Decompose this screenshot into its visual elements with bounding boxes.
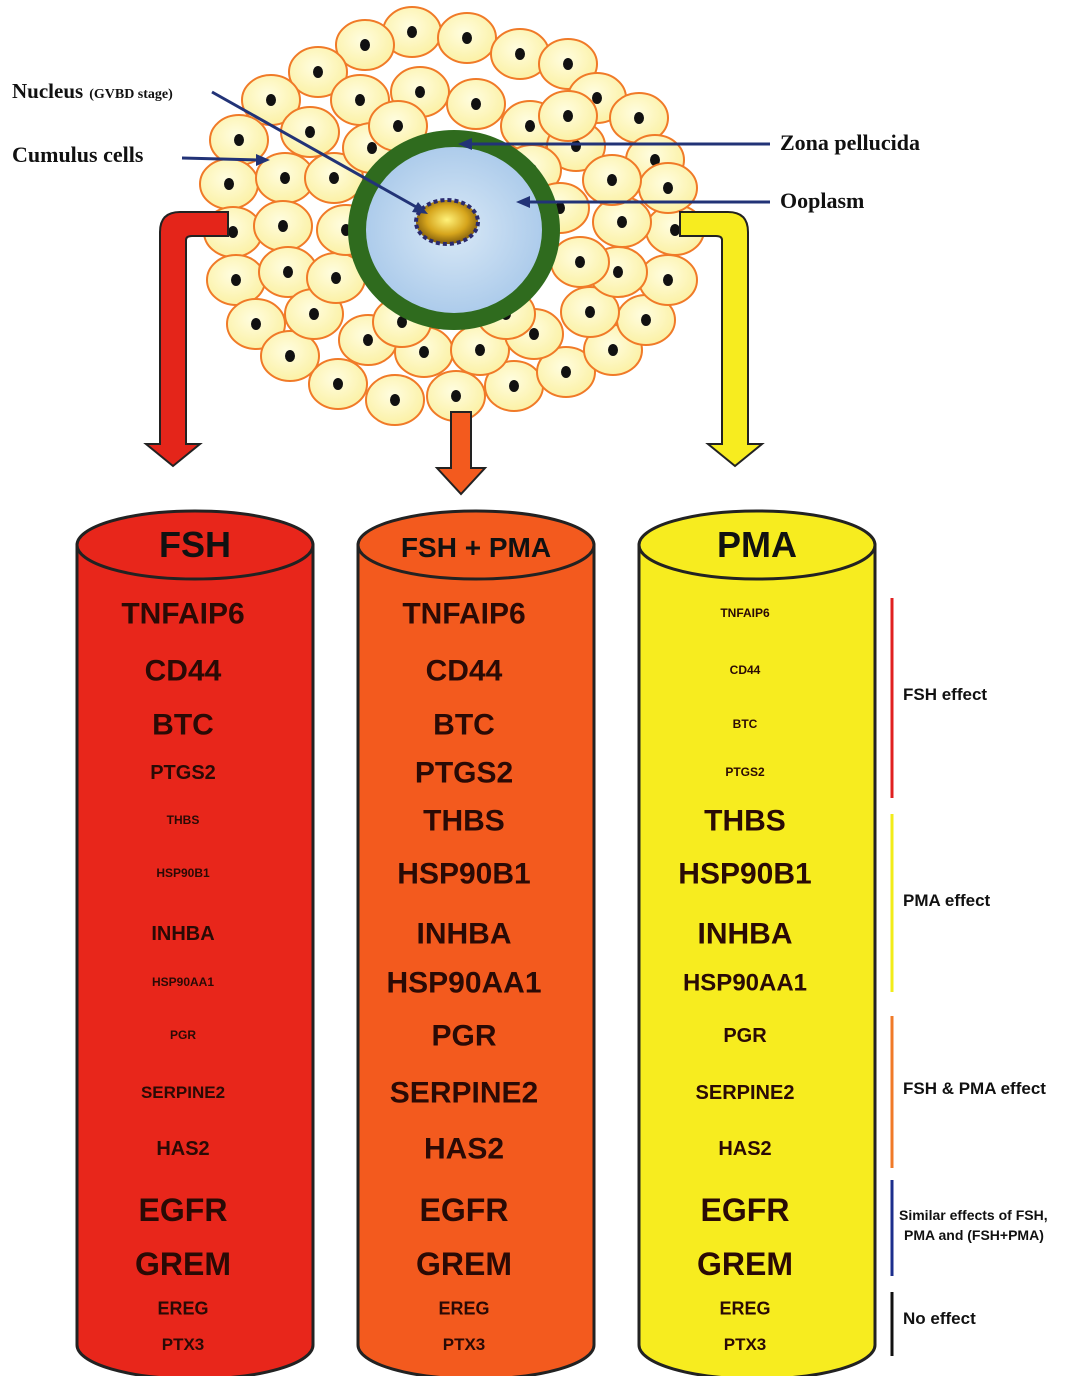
gene-label: BTC [433,709,495,742]
gene-label: PGR [431,1020,496,1053]
gene-label: GREM [697,1246,793,1282]
gene-label: PTX3 [443,1335,486,1354]
cumulus-cell [281,107,339,157]
cumulus-cell [366,375,424,425]
gene-label: EREG [438,1298,489,1318]
gene-label: HSP90AA1 [386,967,541,1000]
gene-label: THBS [167,813,200,827]
cumulus-cell [551,237,609,287]
gene-label: EGFR [701,1192,790,1228]
legend-label: FSH effect [903,685,987,704]
gene-label: HSP90AA1 [152,975,214,989]
gene-label: HSP90B1 [156,866,210,880]
cumulus-cell [309,359,367,409]
nucleus [416,200,478,244]
cumulus-cell [200,159,258,209]
fsh-pma-arrow [437,412,485,494]
cumulus-label: Cumulus cells [12,142,144,167]
gene-label: CD44 [426,655,503,688]
gene-label: PGR [723,1025,767,1047]
gene-label: PTGS2 [150,762,216,784]
gene-label: HSP90B1 [397,858,530,891]
gene-label: EGFR [420,1192,509,1228]
gene-label: CD44 [145,655,222,688]
gene-label: PTX3 [724,1335,767,1354]
cumulus-cell [438,13,496,63]
gene-label: CD44 [730,663,761,677]
column-title: PMA [717,524,797,565]
nucleus-label: Nucleus(GVBD stage) [12,79,173,103]
gene-label: HAS2 [424,1133,504,1166]
gene-label: BTC [152,709,214,742]
gene-label: HAS2 [718,1138,771,1160]
column-title: FSH + PMA [401,532,551,563]
cumulus-cell [447,79,505,129]
gene-label: HSP90AA1 [683,969,807,996]
cumulus-cell [639,255,697,305]
gene-label: EREG [719,1298,770,1318]
legend-label: Similar effects of FSH,PMA and (FSH+PMA) [899,1207,1048,1243]
gene-label: SERPINE2 [696,1082,795,1104]
cumulus-cell [207,255,265,305]
gene-label: HAS2 [156,1138,209,1160]
gene-label: THBS [704,805,786,838]
gene-label: EGFR [139,1192,228,1228]
legend-label: PMA effect [903,891,991,910]
gene-label: PTGS2 [415,757,513,790]
gene-label: INHBA [698,918,793,951]
cumulus-cell [639,163,697,213]
gene-label: SERPINE2 [141,1083,225,1102]
cumulus-cell [254,201,312,251]
gene-label: TNFAIP6 [720,606,770,620]
gene-label: THBS [423,805,505,838]
column-title: FSH [159,524,231,565]
gene-label: GREM [416,1246,512,1282]
cumulus-cell [583,155,641,205]
cumulus-cell [539,91,597,141]
gene-label: PGR [170,1028,196,1042]
gene-label: TNFAIP6 [121,598,244,631]
gene-label: INHBA [417,918,512,951]
legend-label: FSH & PMA effect [903,1079,1046,1098]
gene-label: BTC [733,717,758,731]
gene-label: EREG [157,1298,208,1318]
zona-label: Zona pellucida [780,130,920,155]
legend-label: No effect [903,1309,976,1328]
gene-label: HSP90B1 [678,858,811,891]
gene-label: GREM [135,1246,231,1282]
gene-label: INHBA [151,923,214,945]
gene-label: SERPINE2 [390,1077,538,1110]
gene-label: TNFAIP6 [402,598,525,631]
gene-label: PTX3 [162,1335,205,1354]
ooplasm-label: Ooplasm [780,188,864,213]
gene-label: PTGS2 [725,765,765,779]
